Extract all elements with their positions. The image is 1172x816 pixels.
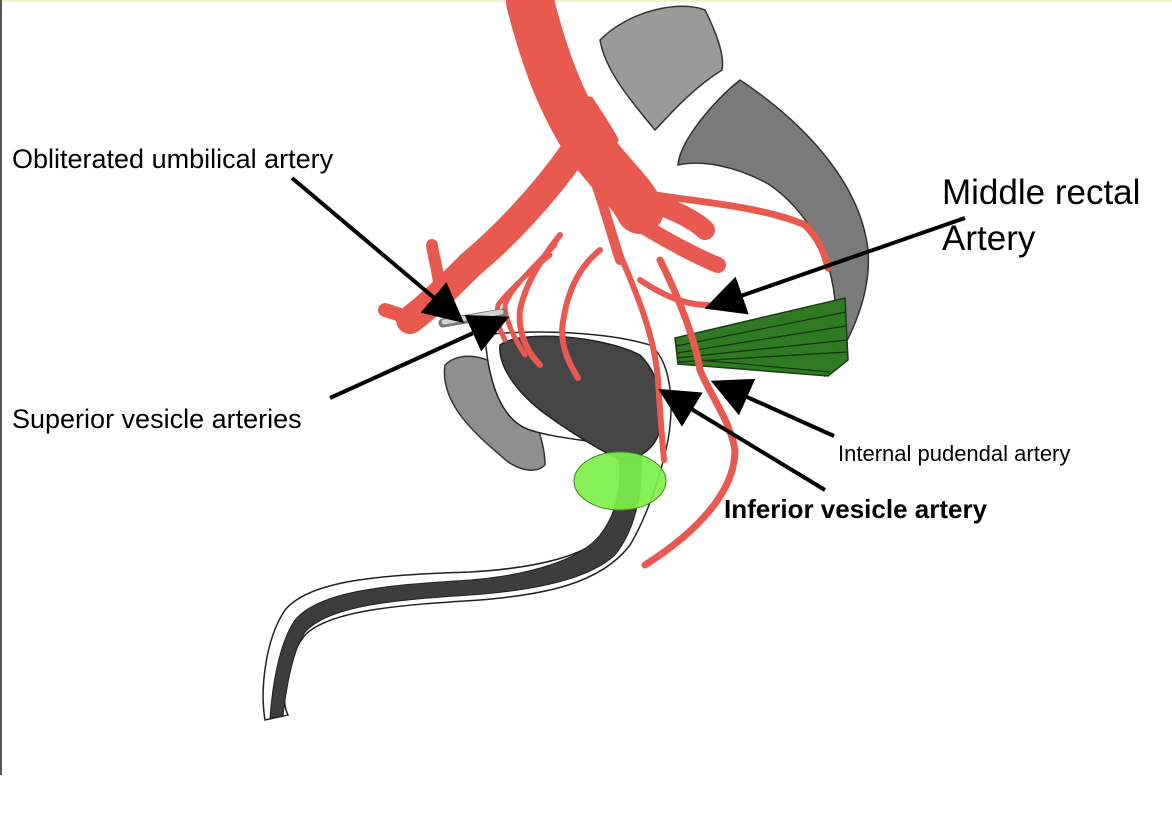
umbilical-pointer-line (290, 176, 465, 324)
pudendal-pointer-line (710, 378, 835, 438)
middle-rectal-pointer-line (704, 216, 966, 315)
left-border (0, 0, 2, 775)
label-middle-rectal-line1: Middle rectal (942, 173, 1140, 212)
urethra-inner (269, 439, 642, 719)
muscle-fibers (675, 311, 848, 373)
levator-muscle (674, 297, 849, 377)
label-superior-vesicle-arteries: Superior vesicle arteries (12, 404, 302, 434)
label-internal-pudendal-artery: Internal pudendal artery (838, 441, 1070, 466)
inferior-pointer-line (658, 388, 827, 492)
prostate (573, 451, 667, 511)
label-obliterated-umbilical-artery: Obliterated umbilical artery (12, 144, 334, 174)
sacrum-coccyx-bone (677, 79, 870, 378)
label-middle-rectal-line2: Artery (942, 219, 1036, 258)
superior-pointer-line (329, 315, 510, 400)
top-border (0, 0, 1172, 2)
label-inferior-vesicle-artery: Inferior vesicle artery (724, 494, 988, 524)
internal-iliac-artery-tree (378, 0, 832, 569)
sacrum-upper-bone (599, 5, 724, 132)
